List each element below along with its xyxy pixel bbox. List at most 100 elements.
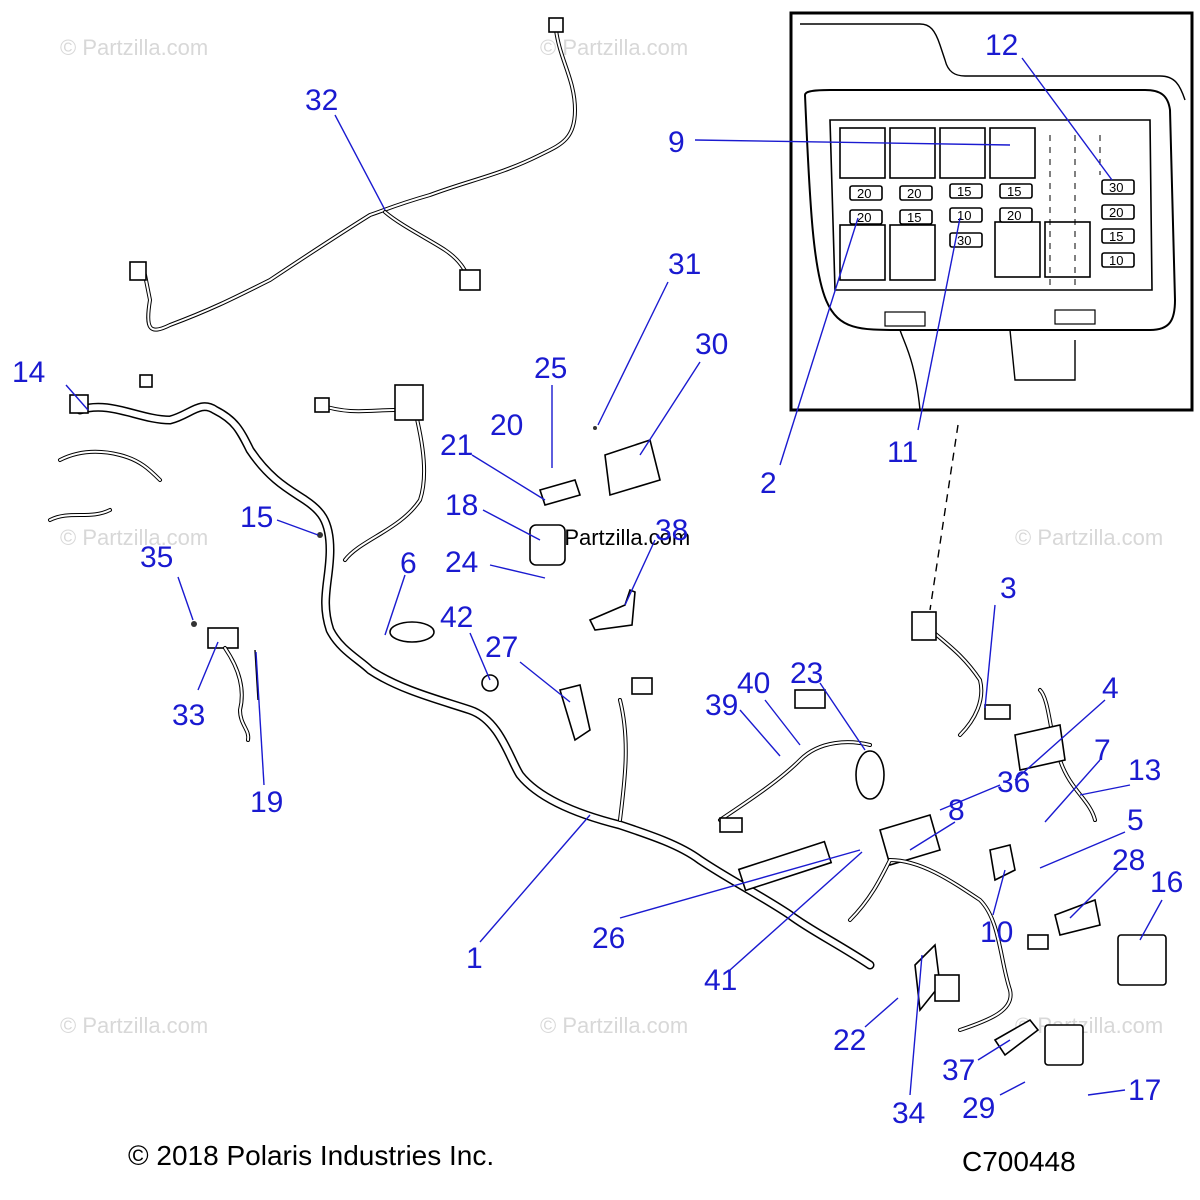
callout-38: 38 [655,514,688,547]
grommet-icon [989,844,1016,882]
callout-21: 21 [440,429,473,462]
connector-icon [631,677,653,695]
callout-16: 16 [1150,866,1183,899]
connector-icon [548,17,564,33]
svg-text:20: 20 [907,186,921,201]
fuse: 30 [1101,179,1135,195]
callout-19: 19 [250,786,283,819]
callout-2: 2 [760,467,777,500]
callout-39: 39 [705,689,738,722]
leader-lines [65,57,1163,1096]
callout-41: 41 [704,964,737,997]
callout-5: 5 [1127,804,1144,837]
callout-30: 30 [695,328,728,361]
connector-icon [794,689,826,709]
relay-icon [394,384,424,421]
callout-1: 1 [466,942,483,975]
module-icon [879,814,941,866]
watermark: © Partzilla.com [540,1013,688,1038]
connector-icon [459,269,481,291]
svg-text:30: 30 [957,233,971,248]
callout-14: 14 [12,356,45,389]
callout-17: 17 [1128,1074,1161,1107]
regulator-icon [1044,1024,1084,1066]
bracket-icon [558,684,591,742]
fuse: 10 [1101,252,1135,268]
callout-4: 4 [1102,672,1119,705]
fuse: 10 [949,207,983,223]
module-icon [1014,724,1066,771]
watermark: © Partzilla.com [1015,525,1163,550]
callout-33: 33 [172,699,205,732]
callout-22: 22 [833,1024,866,1057]
callouts: 1 2 3 4 5 6 7 8 9 10 11 12 13 14 15 16 1… [12,29,1183,1130]
grommet-icon [389,621,435,643]
relay-slot [889,127,936,179]
regulator-icon [1117,934,1167,986]
callout-27: 27 [485,631,518,664]
fuse-holder-icon [737,840,833,892]
watermark: © Partzilla.com [60,1013,208,1038]
copyright-notice: © 2018 Polaris Industries Inc. [128,1140,495,1171]
svg-text:15: 15 [1109,229,1123,244]
callout-24: 24 [445,546,478,579]
callout-28: 28 [1112,844,1145,877]
svg-text:15: 15 [907,210,921,225]
label-icon [984,704,1011,720]
right-parts [718,611,1167,1066]
fuse: 20 [899,185,933,201]
relay-icon [529,524,566,566]
center-parts [191,426,661,742]
callout-13: 13 [1128,754,1161,787]
diagram-code: C700448 [962,1146,1076,1177]
watermark: © Partzilla.com [1015,1013,1163,1038]
callout-32: 32 [305,84,338,117]
fuse: 15 [999,183,1033,199]
relay-slot [839,127,886,179]
harness-14 [48,374,875,970]
callout-18: 18 [445,489,478,522]
callout-12: 12 [985,29,1018,62]
svg-text:10: 10 [957,208,971,223]
watermark-center: © Partzilla.com [542,525,690,550]
fuse: 20 [849,185,883,201]
svg-text:20: 20 [857,210,871,225]
callout-36: 36 [997,766,1030,799]
callout-25: 25 [534,352,567,385]
fuse: 15 [899,209,933,225]
callout-11: 11 [887,436,918,469]
callout-9: 9 [668,126,685,159]
callout-40: 40 [737,667,770,700]
callout-6: 6 [400,547,417,580]
fuse: 20 [999,207,1033,223]
svg-text:30: 30 [1109,180,1123,195]
callout-3: 3 [1000,572,1017,605]
connector-icon [934,974,960,1002]
fuse-box-inset: 20 20 20 15 15 10 30 15 20 30 20 15 10 [789,11,1194,412]
callout-20: 20 [490,409,523,442]
connector-icon [911,611,937,641]
callout-37: 37 [942,1054,975,1087]
callout-15: 15 [240,501,273,534]
relay-slot [994,221,1041,278]
relay-slot [1044,221,1091,278]
relay-slot [889,224,936,281]
connector-icon [719,817,743,833]
connector-icon [69,394,89,414]
connector-icon [314,397,330,413]
relay-slot [989,127,1036,179]
connector-icon [139,374,153,388]
grommet-icon [855,750,885,800]
fuse: 15 [1101,228,1135,244]
fuse: 30 [949,232,983,248]
callout-35: 35 [140,541,173,574]
callout-7: 7 [1094,734,1111,767]
relay-slot [939,127,986,179]
dashed-leader [929,424,959,611]
watermarks: © Partzilla.com © Partzilla.com © Partzi… [60,35,1163,1038]
fuse: 15 [949,183,983,199]
connector-icon [481,674,499,692]
fuse: 20 [1101,204,1135,220]
callout-29: 29 [962,1092,995,1125]
